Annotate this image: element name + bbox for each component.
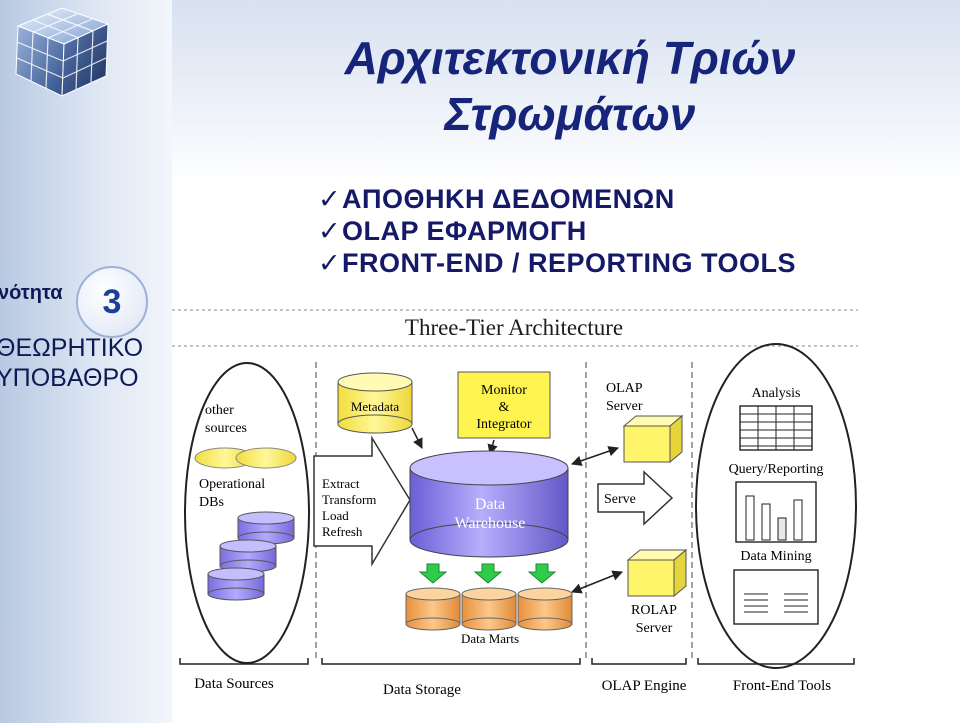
- bullet-list: ✓ΑΠΟΘΗΚΗ ΔΕΔΟΜΕΝΩΝ ✓OLAP ΕΦΑΡΜΟΓΗ ✓FRONT…: [318, 183, 796, 279]
- rolap-server-label: Server: [636, 621, 673, 636]
- tier-label-front-end-tools: Front-End Tools: [733, 678, 831, 694]
- query-reporting-label: Query/Reporting: [729, 462, 824, 477]
- report-document-icon: [733, 569, 819, 625]
- data-sources-ellipse: [184, 362, 310, 664]
- sidebar-subtitle-line1: ΘΕΩΡΗΤΙΚΟ: [0, 334, 144, 362]
- etl-label: Extract: [322, 476, 360, 491]
- analysis-label: Analysis: [752, 386, 801, 401]
- metadata-cylinder: [337, 372, 413, 434]
- marts-rolap-arrow: [571, 570, 623, 594]
- etl-label: Load: [322, 508, 349, 523]
- bullet-item: ✓ΑΠΟΘΗΚΗ ΔΕΔΟΜΕΝΩΝ: [318, 184, 675, 214]
- olap-server-label: Server: [606, 399, 643, 414]
- dw-olap-arrow: [571, 446, 619, 466]
- monitor-label: &: [499, 400, 510, 415]
- data-warehouse-cylinder: [409, 450, 569, 558]
- unit-label: νότητα: [0, 282, 63, 304]
- operational-dbs-label: DBs: [199, 495, 224, 510]
- data-mart-cylinder: [405, 587, 461, 631]
- etl-label: Refresh: [322, 524, 363, 539]
- operational-db-cylinder: [219, 539, 277, 573]
- front-end-ellipse: [695, 343, 857, 669]
- checkmark-icon: ✓: [318, 216, 342, 246]
- slide-title: Αρχιτεκτονική Τριών Στρωμάτων: [344, 32, 796, 140]
- serve-label: Serve: [604, 492, 636, 507]
- sidebar-subtitle-line2: ΥΠΟΒΑΘΡΟ: [0, 364, 139, 392]
- data-mining-label: Data Mining: [740, 549, 811, 564]
- unit-number-badge: 3: [76, 266, 148, 338]
- monitor-label: Monitor: [481, 383, 527, 398]
- data-marts-label: Data Marts: [461, 631, 519, 646]
- bar-chart-icon: [735, 481, 817, 543]
- bullet-item: ✓OLAP ΕΦΑΡΜΟΓΗ: [318, 216, 587, 246]
- monitor-integrator-box: [457, 371, 551, 439]
- sidebar: [0, 0, 172, 723]
- monitor-label: Integrator: [476, 417, 532, 432]
- rolap-server-label: ROLAP: [631, 603, 677, 618]
- tier-label-data-storage: Data Storage: [383, 682, 461, 698]
- data-warehouse-label: Data: [475, 496, 505, 513]
- three-tier-diagram: Three-Tier Architecture other sources Op…: [172, 306, 858, 710]
- green-down-arrow-icon: [418, 563, 448, 584]
- analysis-table-icon: [739, 405, 813, 451]
- data-mart-cylinder: [461, 587, 517, 631]
- bullet-item: ✓FRONT-END / REPORTING TOOLS: [318, 248, 797, 278]
- green-down-arrow-icon: [473, 563, 503, 584]
- checkmark-icon: ✓: [318, 248, 342, 278]
- green-down-arrow-icon: [527, 563, 557, 584]
- etl-arrow: [313, 435, 411, 567]
- diagram-heading: Three-Tier Architecture: [405, 315, 623, 340]
- tier-brackets: [179, 658, 855, 665]
- cube-logo-icon: [15, 7, 110, 97]
- metadata-arrow: [411, 427, 423, 449]
- other-source-disk: [235, 447, 297, 469]
- operational-db-cylinder: [207, 567, 265, 601]
- operational-dbs-label: Operational: [199, 477, 265, 492]
- data-mart-cylinder: [517, 587, 573, 631]
- etl-label: Transform: [322, 492, 376, 507]
- serve-arrow: [597, 470, 674, 526]
- rolap-server-cube: [626, 548, 688, 598]
- operational-db-cylinder: [237, 511, 295, 545]
- checkmark-icon: ✓: [318, 184, 342, 214]
- metadata-label: Metadata: [351, 399, 400, 414]
- olap-server-label: OLAP: [606, 381, 643, 396]
- other-sources-label: sources: [205, 421, 247, 436]
- tier-label-olap-engine: OLAP Engine: [602, 678, 687, 694]
- other-sources-label: other: [205, 403, 234, 418]
- tier-label-data-sources: Data Sources: [194, 676, 274, 692]
- data-warehouse-label: Warehouse: [455, 515, 526, 532]
- olap-server-cube: [622, 414, 684, 464]
